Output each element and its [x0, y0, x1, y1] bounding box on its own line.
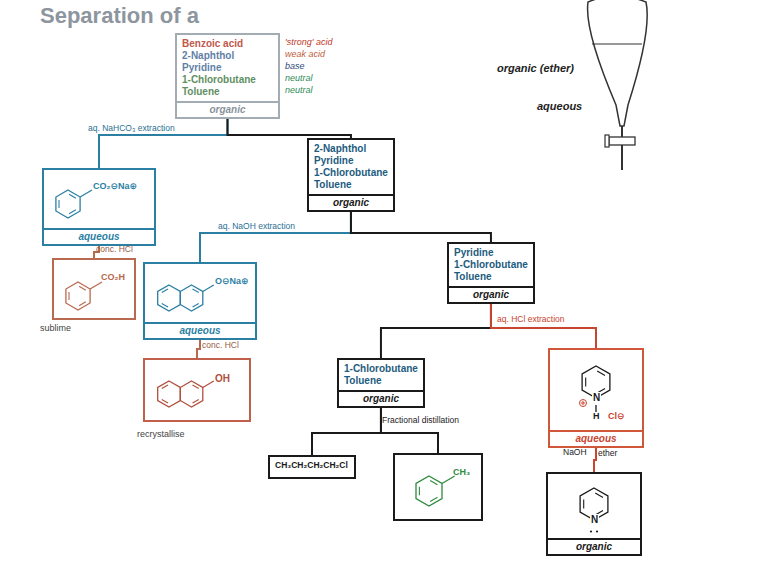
structure-box: NH Cl⊖ aqueous: [548, 348, 644, 448]
phase-label: organic: [339, 390, 423, 406]
mixture-box: 2-NaphtholPyridine1-ChlorobutaneTolueneo…: [307, 138, 395, 212]
edge-label: Fractional distillation: [382, 415, 459, 425]
edge-label: NaOH: [563, 447, 587, 457]
structure-area: CH₃: [395, 455, 481, 519]
structure-area: O⊖Na⊕: [145, 264, 255, 322]
connector-line: [381, 304, 491, 358]
compound-name: 1-Chlorobutane: [182, 74, 273, 86]
structure-label: N: [592, 392, 601, 403]
structure-label: CO₂H: [101, 273, 125, 283]
structure-area: CH₃CH₂CH₂CH₂Cl: [270, 457, 354, 477]
phase-label: organic: [309, 194, 393, 210]
phase-label: aqueous: [44, 228, 154, 244]
compound-list: 2-NaphtholPyridine1-ChlorobutaneToluene: [309, 140, 393, 194]
structure-box: O⊖Na⊕ aqueous: [143, 262, 257, 340]
structure-label: CO₂⊖Na⊕: [93, 182, 137, 192]
connector-line: [312, 408, 381, 455]
phase-label: organic: [449, 286, 533, 302]
structure-drawing: [548, 474, 640, 538]
structure-label: CH₃: [453, 468, 470, 478]
compound-name: Pyridine: [454, 247, 528, 259]
annotation: aqueous: [537, 100, 582, 112]
annotation: sublime: [40, 322, 71, 334]
structure-area: N: [548, 474, 640, 538]
compound-list: Pyridine1-ChlorobutaneToluene: [449, 244, 533, 286]
compound-name: Pyridine: [314, 155, 388, 167]
structure-box: CO₂⊖Na⊕ aqueous: [42, 168, 156, 246]
compound-name: 1-Chlorobutane: [454, 259, 528, 271]
mixture-box: Benzoic acid2-NaphtholPyridine1-Chlorobu…: [175, 33, 280, 119]
compound-name: Pyridine: [182, 62, 273, 74]
compound-name: 2-Naphthol: [182, 50, 273, 62]
compound-name: Benzoic acid: [182, 38, 273, 50]
edge-label: aq. NaOH extraction: [218, 221, 295, 231]
structure-label: CH₃CH₂CH₂CH₂Cl: [275, 461, 348, 470]
structure-area: OH: [145, 360, 249, 420]
compound-list: Benzoic acid2-NaphtholPyridine1-Chlorobu…: [177, 35, 278, 101]
compound-list: 1-ChlorobutaneToluene: [339, 360, 423, 390]
connector-line: [594, 448, 596, 472]
structure-drawing: [44, 170, 154, 228]
annotation: weak acid: [285, 48, 325, 60]
compound-name: Toluene: [182, 86, 273, 98]
structure-label: O⊖Na⊕: [215, 277, 249, 287]
mixture-box: Pyridine1-ChlorobutaneTolueneorganic: [447, 242, 535, 304]
edge-label: conc. HCl: [202, 340, 239, 350]
structure-area: NH Cl⊖: [550, 350, 642, 430]
edge-label: conc. HCl: [96, 244, 133, 254]
annotation: ether: [598, 447, 617, 459]
connector-line: [381, 408, 438, 453]
phase-label: aqueous: [550, 430, 642, 446]
edge-label: aq. HCl extraction: [497, 314, 565, 324]
annotation: neutral: [285, 72, 313, 84]
annotation: neutral: [285, 84, 313, 96]
compound-name: 1-Chlorobutane: [344, 363, 418, 375]
structure-box: CH₃: [393, 453, 483, 521]
structure-area: CO₂⊖Na⊕: [44, 170, 154, 228]
edge-label: aq. NaHCO₃ extraction: [88, 123, 175, 133]
connector-line: [351, 212, 491, 242]
structure-box: CO₂H: [52, 258, 136, 320]
connector-line: [228, 119, 351, 138]
mixture-box: 1-ChlorobutaneTolueneorganic: [337, 358, 425, 408]
structure-label: H: [593, 412, 600, 422]
poster-title: Separation of a: [40, 3, 199, 29]
phase-label: organic: [548, 538, 640, 554]
structure-area: CO₂H: [54, 260, 134, 318]
compound-name: Toluene: [314, 179, 388, 191]
structure-label: N: [590, 514, 599, 525]
annotation: organic (ether): [497, 62, 574, 74]
structure-label: OH: [215, 373, 230, 384]
connector-line: [491, 304, 596, 348]
structure-box: Norganic: [546, 472, 642, 556]
compound-name: Toluene: [454, 271, 528, 283]
structure-drawing: [395, 455, 481, 519]
structure-label: Cl⊖: [608, 412, 625, 422]
annotation: 'strong' acid: [285, 36, 332, 48]
connector-line: [197, 340, 200, 358]
phase-label: organic: [177, 101, 278, 117]
annotation: recrystallise: [137, 428, 185, 440]
structure-box: CH₃CH₂CH₂CH₂Cl: [268, 455, 356, 479]
phase-label: aqueous: [145, 322, 255, 338]
structure-drawing: [54, 260, 134, 318]
compound-name: 1-Chlorobutane: [314, 167, 388, 179]
annotation: base: [285, 60, 305, 72]
connector-line: [200, 212, 351, 262]
compound-name: 2-Naphthol: [314, 143, 388, 155]
structure-drawing: [145, 264, 255, 322]
structure-drawing: [145, 360, 249, 420]
structure-box: OH: [143, 358, 251, 422]
compound-name: Toluene: [344, 375, 418, 387]
